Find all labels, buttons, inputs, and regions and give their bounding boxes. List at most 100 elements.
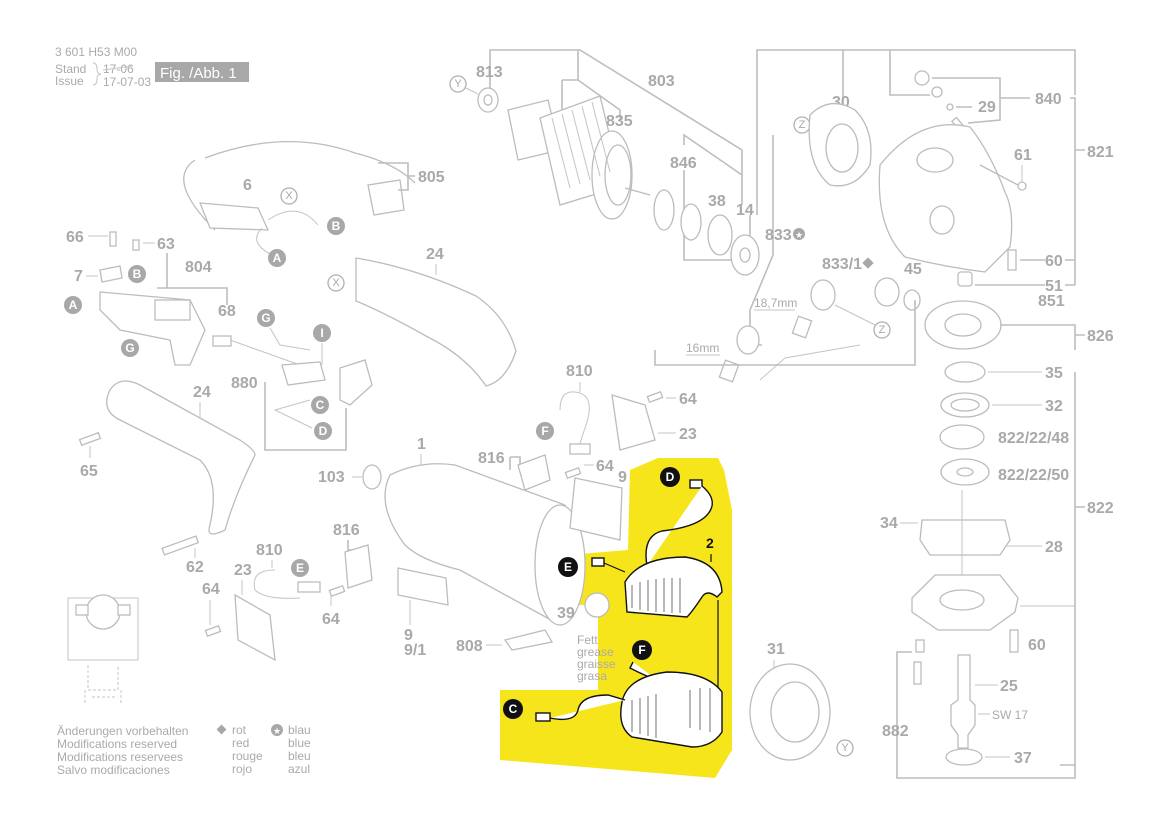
wire-d bbox=[645, 485, 713, 567]
label-39: 39 bbox=[557, 605, 575, 622]
brace bbox=[92, 62, 102, 86]
label-822-22-48: 822/22/48 bbox=[998, 430, 1069, 447]
callout-a-1-text: A bbox=[273, 251, 282, 265]
label-822-22-50: 822/22/50 bbox=[998, 467, 1069, 484]
grommet-103 bbox=[362, 464, 382, 490]
label-846: 846 bbox=[670, 155, 697, 172]
label-23-left: 23 bbox=[234, 562, 252, 579]
label-9-top: 9 bbox=[618, 469, 627, 486]
callout-y-1-text: Y bbox=[454, 78, 462, 90]
label-810-top: 810 bbox=[566, 363, 593, 380]
label-9-1: 9/1 bbox=[404, 642, 426, 659]
callout-z-2-text: Z bbox=[879, 324, 886, 336]
label-34: 34 bbox=[880, 515, 898, 532]
callout-g-1-text: G bbox=[125, 341, 134, 355]
coil-windings-lower bbox=[631, 688, 711, 738]
connector-c bbox=[535, 712, 551, 722]
label-6: 6 bbox=[243, 177, 252, 194]
callout-e-1-text: E bbox=[296, 561, 304, 575]
callout-e-2-text: E bbox=[564, 560, 572, 574]
bracket-805 bbox=[378, 162, 415, 191]
label-808: 808 bbox=[456, 638, 483, 655]
nameplate-9-top bbox=[569, 477, 623, 541]
seal-bore bbox=[950, 398, 980, 412]
label-60-top: 60 bbox=[1045, 253, 1063, 270]
callout-y-1 bbox=[449, 75, 467, 93]
star-glyph: ★ bbox=[795, 230, 803, 240]
wire-810-left bbox=[253, 569, 301, 599]
legend-red-fr: rouge bbox=[232, 749, 263, 763]
label-103: 103 bbox=[318, 469, 345, 486]
label-804: 804 bbox=[185, 259, 212, 276]
brush-holder-816-top bbox=[517, 454, 551, 491]
push-rod bbox=[229, 339, 301, 366]
brush-holder-2 bbox=[718, 359, 740, 383]
label-851: 851 bbox=[1038, 293, 1065, 310]
callout-g-2-text: G bbox=[261, 311, 270, 325]
switch-module bbox=[339, 359, 373, 406]
modifications-de: Änderungen vorbehalten bbox=[57, 724, 188, 738]
nut-45 bbox=[903, 289, 921, 311]
label-24-top: 24 bbox=[426, 246, 444, 263]
housing-bore bbox=[929, 205, 955, 235]
switch-block bbox=[154, 299, 191, 321]
screw-66 bbox=[109, 231, 117, 247]
screw-63 bbox=[132, 239, 140, 251]
rear-handle-24 bbox=[106, 380, 256, 535]
screw-60-lower bbox=[1009, 629, 1019, 653]
circlip-846 bbox=[653, 189, 675, 231]
screw-head bbox=[1017, 181, 1027, 191]
bracket-lower bbox=[654, 300, 916, 366]
callout-i-text: I bbox=[320, 326, 323, 340]
wires bbox=[256, 210, 319, 257]
label-32: 32 bbox=[1045, 398, 1063, 415]
label-64-left: 64 bbox=[322, 611, 340, 628]
housing-boss bbox=[916, 147, 954, 173]
gear-hub bbox=[944, 313, 982, 337]
label-sw17: SW 17 bbox=[992, 708, 1028, 722]
callout-d-1 bbox=[314, 422, 332, 440]
label-14: 14 bbox=[736, 202, 754, 219]
label-60-lower: 60 bbox=[1028, 637, 1046, 654]
sleeve-51 bbox=[957, 271, 973, 287]
top-handle-24 bbox=[355, 257, 517, 387]
figure-badge bbox=[155, 62, 249, 82]
legend-red-de: rot bbox=[232, 723, 247, 737]
stand-label: Stand bbox=[55, 62, 86, 76]
label-833-1: 833/1 bbox=[822, 256, 862, 273]
wire-c bbox=[549, 694, 626, 721]
bearing-bore bbox=[956, 467, 974, 477]
callout-g-2 bbox=[257, 309, 275, 327]
figure-label: Fig. /Abb. 1 bbox=[160, 65, 237, 82]
callout-b-1-text: B bbox=[332, 219, 341, 233]
doc-number: 3 601 H53 M00 bbox=[55, 45, 137, 59]
label-1: 1 bbox=[417, 436, 426, 453]
label-840: 840 bbox=[1035, 91, 1062, 108]
screw-882 bbox=[913, 661, 922, 685]
cover-23-top bbox=[611, 394, 656, 451]
bracket-821 bbox=[1070, 97, 1085, 285]
leader bbox=[273, 399, 313, 429]
legend-red-en: red bbox=[232, 736, 249, 750]
bracket-835 bbox=[561, 79, 621, 120]
callout-d-2-text: D bbox=[666, 470, 675, 484]
label-28: 28 bbox=[1045, 539, 1063, 556]
label-826: 826 bbox=[1087, 328, 1114, 345]
callout-f-2-text: F bbox=[638, 643, 645, 657]
bearing-35 bbox=[944, 361, 986, 383]
dim-18-7mm: 18,7mm bbox=[754, 296, 797, 310]
cover-23-left bbox=[234, 593, 276, 662]
label-62: 62 bbox=[186, 559, 204, 576]
modifications-fr: Modifications reservees bbox=[57, 750, 183, 764]
label-64-top: 64 bbox=[679, 391, 697, 408]
grease-fett: Fett bbox=[577, 633, 598, 647]
bearing-833 bbox=[736, 325, 760, 355]
nameplate-9-bottom bbox=[397, 567, 449, 606]
bracket-804 bbox=[157, 253, 228, 305]
callout-b-2 bbox=[128, 265, 146, 283]
clip-882 bbox=[915, 639, 925, 653]
label-29: 29 bbox=[978, 99, 996, 116]
bracket-840 bbox=[932, 77, 1030, 124]
callout-c-1 bbox=[311, 396, 329, 414]
